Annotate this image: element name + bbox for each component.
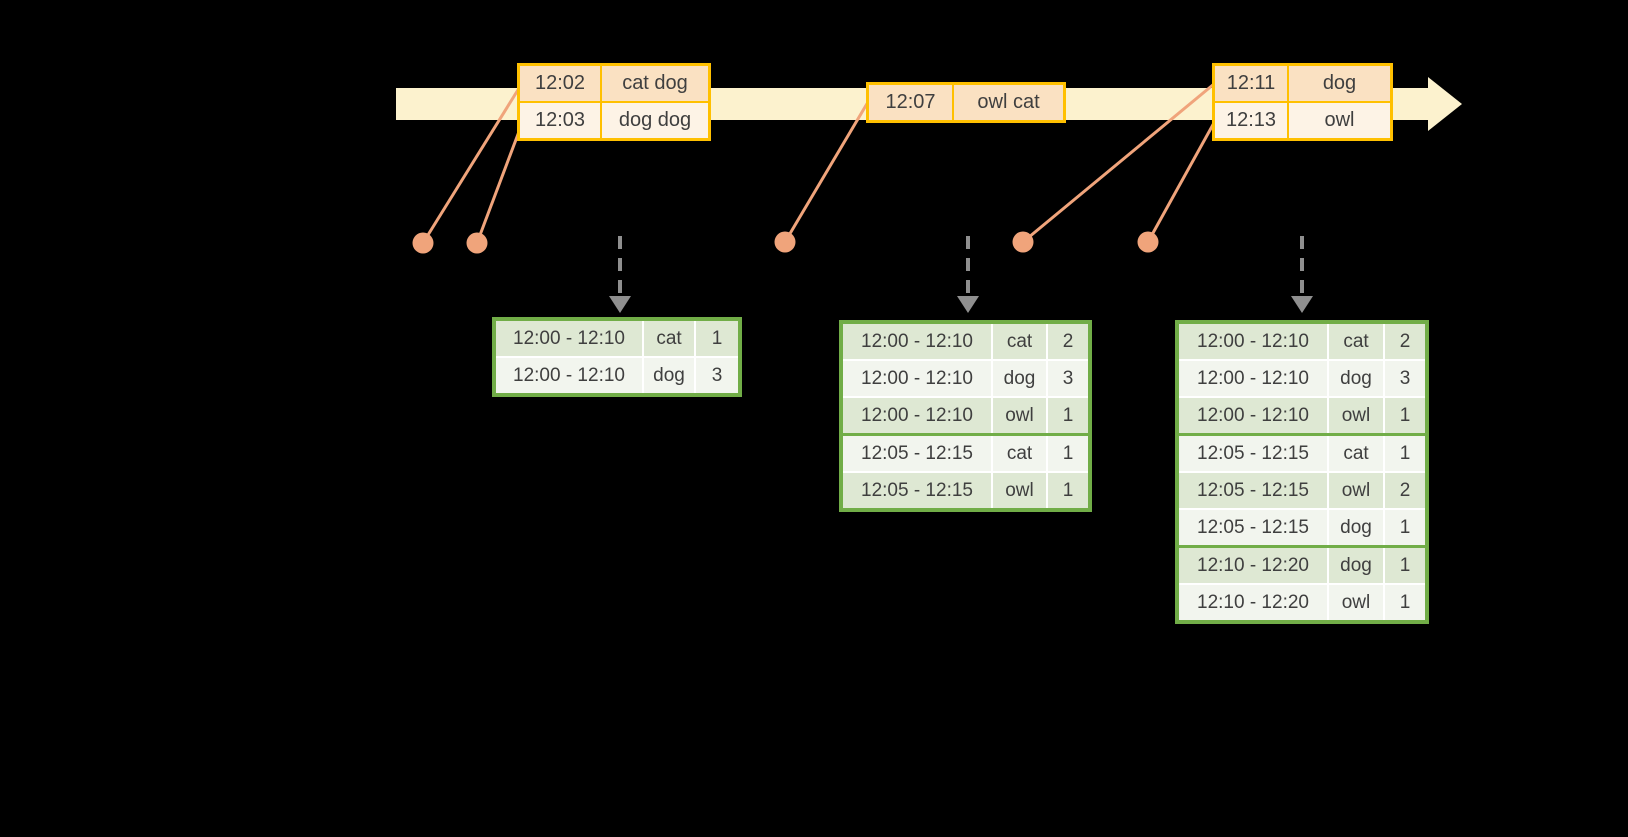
event-time-cell: 12:07 bbox=[885, 91, 936, 113]
event-words-cell: cat dog bbox=[600, 66, 708, 101]
word-cell: owl bbox=[1327, 473, 1383, 508]
word-cell: dog bbox=[1327, 361, 1383, 396]
window-cell: 12:05 - 12:15 bbox=[861, 480, 973, 501]
word-cell: cat bbox=[1327, 324, 1383, 359]
result-table-2: 12:00 - 12:10 cat 2 12:00 - 12:10 dog 3 … bbox=[839, 320, 1092, 512]
event-row: 12:03 dog dog bbox=[520, 101, 708, 138]
count-cell: 1 bbox=[1046, 398, 1088, 433]
event-row: 12:11 dog bbox=[1215, 66, 1390, 101]
count-cell: 1 bbox=[1383, 436, 1425, 471]
event-table-1: 12:02 cat dog 12:03 dog dog bbox=[517, 63, 711, 141]
word-cell: owl bbox=[1327, 398, 1383, 433]
count-cell: 2 bbox=[1383, 473, 1425, 508]
word-cell: owl bbox=[1327, 585, 1383, 620]
result-row: 12:05 - 12:15 owl 1 bbox=[843, 471, 1088, 508]
result-row: 12:00 - 12:10 dog 3 bbox=[496, 356, 738, 393]
result-row: 12:05 - 12:15 dog 1 bbox=[1179, 508, 1425, 545]
window-cell: 12:00 - 12:10 bbox=[861, 368, 973, 389]
result-table-3: 12:00 - 12:10 cat 2 12:00 - 12:10 dog 3 … bbox=[1175, 320, 1429, 624]
event-row: 12:07 owl cat bbox=[869, 85, 1063, 120]
word-cell: cat bbox=[642, 321, 694, 356]
count-cell: 1 bbox=[694, 321, 738, 356]
window-cell: 12:00 - 12:10 bbox=[1197, 368, 1309, 389]
word-cell: cat bbox=[1327, 436, 1383, 471]
word-cell: cat bbox=[991, 324, 1046, 359]
window-cell: 12:10 - 12:20 bbox=[1197, 592, 1309, 613]
window-cell: 12:00 - 12:10 bbox=[513, 328, 625, 349]
result-row: 12:10 - 12:20 dog 1 bbox=[1179, 545, 1425, 583]
window-cell: 12:00 - 12:10 bbox=[1197, 331, 1309, 352]
trigger-down-arrow-icon bbox=[957, 236, 979, 313]
event-time-cell: 12:13 bbox=[1225, 109, 1277, 131]
event-time-cell: 12:03 bbox=[534, 109, 586, 131]
word-cell: owl bbox=[991, 473, 1046, 508]
event-words-cell: owl cat bbox=[952, 85, 1063, 120]
word-cell: dog bbox=[1327, 510, 1383, 545]
event-time-cell: 12:02 bbox=[534, 72, 586, 94]
event-connector-line bbox=[421, 84, 523, 244]
event-connector-line bbox=[475, 120, 525, 244]
event-time-dot bbox=[466, 232, 488, 254]
event-words-cell: owl bbox=[1287, 103, 1390, 138]
result-row: 12:00 - 12:10 cat 2 bbox=[843, 324, 1088, 359]
event-time-cell: 12:11 bbox=[1226, 72, 1276, 94]
result-row: 12:05 - 12:15 cat 1 bbox=[1179, 433, 1425, 471]
count-cell: 1 bbox=[1383, 510, 1425, 545]
window-cell: 12:00 - 12:10 bbox=[513, 365, 625, 386]
count-cell: 1 bbox=[1046, 436, 1088, 471]
event-time-dot bbox=[1137, 231, 1159, 253]
window-cell: 12:00 - 12:10 bbox=[861, 331, 973, 352]
event-words-cell: dog dog bbox=[600, 103, 708, 138]
result-row: 12:00 - 12:10 owl 1 bbox=[1179, 396, 1425, 433]
window-cell: 12:05 - 12:15 bbox=[1197, 517, 1309, 538]
count-cell: 1 bbox=[1383, 585, 1425, 620]
window-cell: 12:05 - 12:15 bbox=[1197, 443, 1309, 464]
word-cell: dog bbox=[1327, 548, 1383, 583]
count-cell: 1 bbox=[1383, 398, 1425, 433]
count-cell: 1 bbox=[1046, 473, 1088, 508]
result-row: 12:00 - 12:10 dog 3 bbox=[1179, 359, 1425, 396]
window-cell: 12:05 - 12:15 bbox=[1197, 480, 1309, 501]
result-row: 12:00 - 12:10 dog 3 bbox=[843, 359, 1088, 396]
event-time-dot bbox=[1012, 231, 1034, 253]
event-connector-line bbox=[1022, 82, 1215, 244]
result-row: 12:05 - 12:15 owl 2 bbox=[1179, 471, 1425, 508]
result-row: 12:10 - 12:20 owl 1 bbox=[1179, 583, 1425, 620]
count-cell: 2 bbox=[1046, 324, 1088, 359]
window-cell: 12:00 - 12:10 bbox=[861, 405, 973, 426]
window-cell: 12:05 - 12:15 bbox=[861, 443, 973, 464]
event-time-dot bbox=[774, 231, 796, 253]
count-cell: 2 bbox=[1383, 324, 1425, 359]
trigger-down-arrow-icon bbox=[609, 236, 631, 313]
window-cell: 12:00 - 12:10 bbox=[1197, 405, 1309, 426]
window-cell: 12:10 - 12:20 bbox=[1197, 555, 1309, 576]
count-cell: 1 bbox=[1383, 548, 1425, 583]
count-cell: 3 bbox=[694, 358, 738, 393]
result-row: 12:00 - 12:10 cat 2 bbox=[1179, 324, 1425, 359]
word-cell: cat bbox=[991, 436, 1046, 471]
result-row: 12:05 - 12:15 cat 1 bbox=[843, 433, 1088, 471]
event-words-cell: dog bbox=[1287, 66, 1390, 101]
result-row: 12:00 - 12:10 cat 1 bbox=[496, 321, 738, 356]
word-cell: dog bbox=[642, 358, 694, 393]
event-table-3: 12:11 dog 12:13 owl bbox=[1212, 63, 1393, 141]
count-cell: 3 bbox=[1383, 361, 1425, 396]
event-row: 12:02 cat dog bbox=[520, 66, 708, 101]
result-row: 12:00 - 12:10 owl 1 bbox=[843, 396, 1088, 433]
word-cell: dog bbox=[991, 361, 1046, 396]
event-row: 12:13 owl bbox=[1215, 101, 1390, 138]
trigger-down-arrow-icon bbox=[1291, 236, 1313, 313]
event-table-2: 12:07 owl cat bbox=[866, 82, 1066, 123]
event-connector-line bbox=[1146, 120, 1217, 243]
timeline-arrowhead-icon bbox=[1428, 77, 1462, 131]
event-time-dot bbox=[412, 232, 434, 254]
result-table-1: 12:00 - 12:10 cat 1 12:00 - 12:10 dog 3 bbox=[492, 317, 742, 397]
event-connector-line bbox=[783, 101, 870, 243]
word-cell: owl bbox=[991, 398, 1046, 433]
count-cell: 3 bbox=[1046, 361, 1088, 396]
